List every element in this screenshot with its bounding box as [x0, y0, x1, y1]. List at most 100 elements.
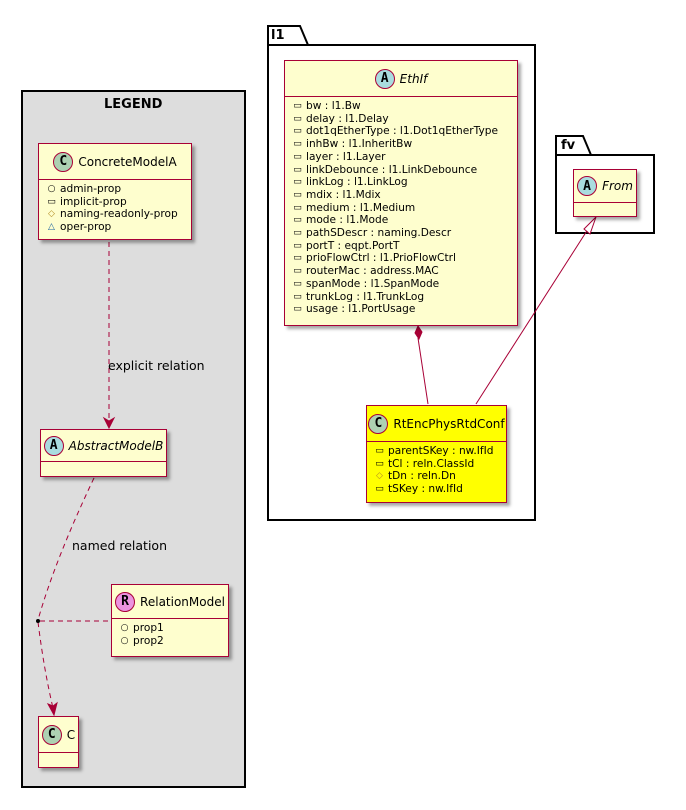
composition-line [417, 337, 429, 405]
named-relation-label: named relation [72, 538, 167, 553]
legend-title: LEGEND [104, 97, 163, 112]
relation-model-class[interactable]: R RelationModel ○prop1 ○prop2 [111, 584, 229, 657]
explicit-relation-label: explicit relation [108, 358, 205, 373]
private-icon: ▭ [375, 484, 384, 495]
attribute-row: ▭implicit-prop [47, 195, 127, 208]
private-icon: ▭ [293, 139, 302, 150]
abstract-badge-icon: A [577, 176, 598, 196]
private-icon: ▭ [293, 101, 302, 111]
class-name: RtEncPhysRtdConf [393, 416, 505, 431]
concrete-model-a-class[interactable]: C ConcreteModelA ○admin-prop ▭implicit-p… [38, 143, 192, 240]
class-badge-icon: C [368, 413, 389, 434]
attribute-row: ▭tCl : reln.ClassId [375, 457, 475, 470]
attribute-row: △oper-prop [46, 221, 185, 234]
private-icon: ▭ [47, 196, 56, 207]
class-attributes: ▭parentSKey : nw.IfId ▭tCl : reln.ClassI… [367, 442, 506, 499]
attribute-row: ▭layer : l1.Layer [293, 150, 386, 163]
attribute-row: ▭usage : l1.PortUsage [293, 303, 416, 316]
private-icon: ▭ [375, 458, 384, 469]
private-icon: ▭ [293, 189, 302, 200]
attribute-row: ▭linkDebounce : l1.LinkDebounce [293, 163, 478, 176]
attribute-row: ○prop2 [120, 634, 164, 647]
attribute-row: ▭tSKey : nw.IfId [375, 483, 463, 496]
class-badge-icon: C [41, 724, 62, 745]
ethif-class[interactable]: A EthIf ▭bw : l1.Bw▭delay : l1.Delay▭dot… [284, 60, 518, 326]
private-icon: ▭ [293, 253, 302, 264]
named-relation-line [37, 477, 95, 621]
fv-package-label: fv [561, 138, 576, 153]
class-header: R RelationModel [112, 585, 228, 619]
attribute-row: ◇tDn : reln.Dn [374, 470, 500, 483]
relation-join-point [36, 619, 40, 623]
abstract-badge-icon: A [43, 435, 64, 456]
class-name: C [66, 727, 76, 742]
protected-icon: ◇ [376, 471, 383, 482]
private-icon: ▭ [293, 278, 302, 289]
private-icon: ▭ [293, 228, 302, 239]
private-icon: ▭ [293, 291, 302, 302]
class-name: EthIf [399, 71, 428, 86]
named-relation-line-2 [37, 621, 54, 709]
attribute-row: ▭medium : l1.Medium [293, 201, 416, 214]
attribute-row: ◇naming-readonly-prop [46, 208, 185, 221]
class-badge-icon: C [53, 151, 74, 172]
attribute-row: ▭linkLog : l1.LinkLog [293, 176, 408, 189]
class-name: ConcreteModelA [78, 154, 177, 169]
relation-badge-icon: R [115, 591, 136, 612]
class-header: C ConcreteModelA [39, 144, 191, 180]
private-icon: ▭ [293, 126, 302, 137]
private-icon: ▭ [293, 304, 302, 315]
public-icon: ○ [47, 184, 56, 194]
private-icon: ▭ [293, 113, 302, 124]
private-icon: ▭ [375, 446, 384, 456]
protected-icon: ◇ [48, 209, 55, 220]
class-attributes: ○prop1 ○prop2 [112, 619, 228, 650]
private-icon: ▭ [293, 151, 302, 162]
attribute-row: ▭mode : l1.Mode [293, 214, 389, 227]
attribute-row: ▭inhBw : l1.InheritBw [293, 138, 413, 151]
inheritance-line [475, 225, 591, 405]
attribute-row: ▭dot1qEtherType : l1.Dot1qEtherType [293, 125, 498, 138]
named-relation-arrowhead [46, 701, 58, 717]
rt-enc-phys-rtd-conf-class[interactable]: C RtEncPhysRtdConf ▭parentSKey : nw.IfId… [366, 405, 507, 503]
attribute-row: ▭mdix : l1.Mdix [293, 188, 381, 201]
attribute-row: ▭prioFlowCtrl : l1.PrioFlowCtrl [293, 252, 456, 265]
l1-package-label: l1 [271, 28, 285, 43]
public-icon: ○ [120, 635, 129, 646]
public-icon: ○ [120, 623, 129, 633]
from-class[interactable]: A From [573, 169, 637, 217]
class-name: RelationModel [140, 594, 225, 609]
explicit-relation-arrowhead [102, 416, 116, 430]
attribute-row: ▭parentSKey : nw.IfId [375, 445, 494, 457]
attribute-row: ○prop1 [120, 622, 164, 634]
class-header: C RtEncPhysRtdConf [367, 406, 506, 442]
composition-diamond [414, 324, 423, 341]
class-name: From [602, 179, 633, 193]
attribute-row: ▭pathSDescr : naming.Descr [293, 227, 452, 240]
attribute-row: ▭bw : l1.Bw [293, 100, 361, 112]
class-name: AbstractModelB [68, 438, 164, 453]
class-attributes: ○admin-prop ▭implicit-prop ◇naming-reado… [39, 180, 191, 237]
private-icon: ▭ [293, 202, 302, 213]
attribute-row: ▭trunkLog : l1.TrunkLog [293, 290, 425, 303]
private-icon: ▭ [293, 266, 302, 277]
class-header: A From [574, 170, 636, 203]
private-icon: ▭ [293, 215, 302, 226]
class-header: A EthIf [285, 61, 517, 97]
abstract-model-b-class[interactable]: A AbstractModelB [40, 429, 167, 477]
attribute-row: ○admin-prop [47, 183, 122, 195]
private-icon: ▭ [293, 240, 302, 251]
attribute-row: ▭routerMac : address.MAC [293, 265, 439, 278]
private-icon: ▭ [293, 177, 302, 188]
class-header: C C [39, 717, 78, 753]
c-class[interactable]: C C [38, 716, 79, 768]
attribute-row: ▭delay : l1.Delay [293, 112, 389, 125]
abstract-badge-icon: A [374, 68, 395, 89]
class-header: A AbstractModelB [41, 430, 166, 462]
package-private-icon: △ [48, 222, 55, 233]
private-icon: ▭ [293, 164, 302, 175]
inheritance-arrowhead [583, 216, 597, 235]
attribute-row: ▭spanMode : l1.SpanMode [293, 277, 440, 290]
attribute-row: ▭portT : eqpt.PortT [293, 239, 400, 252]
class-attributes: ▭bw : l1.Bw▭delay : l1.Delay▭dot1qEtherT… [285, 97, 517, 319]
